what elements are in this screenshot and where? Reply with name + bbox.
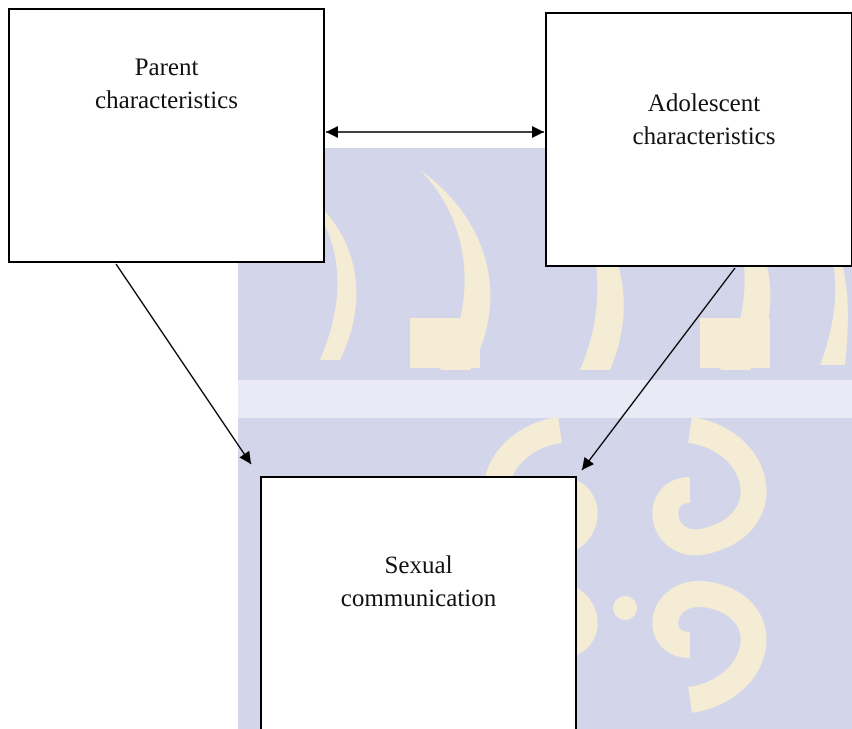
parent-label-line1: Parent [134, 54, 199, 81]
sexual-communication-box [260, 476, 577, 729]
sexual-label-line2: communication [340, 585, 497, 612]
adolescent-label-line1: Adolescent [647, 90, 761, 117]
parent-characteristics-label: Parent characteristics [9, 51, 324, 117]
sexual-label-line1: Sexual [384, 552, 453, 579]
parent-to-sexual-communication-arrow [115, 263, 252, 465]
adolescent-label-line2: characteristics [632, 123, 776, 150]
sexual-communication-label: Sexual communication [261, 549, 576, 615]
parent-characteristics-box [8, 8, 325, 263]
adolescent-characteristics-label: Adolescent characteristics [546, 87, 852, 153]
watermark-center-dot [613, 596, 637, 620]
adolescent-characteristics-box [545, 12, 852, 267]
watermark-leaf-motifs [300, 170, 848, 370]
adolescent-to-sexual-communication-arrow [581, 267, 736, 471]
parent-label-line2: characteristics [95, 87, 238, 114]
watermark-divider-band [238, 380, 852, 418]
